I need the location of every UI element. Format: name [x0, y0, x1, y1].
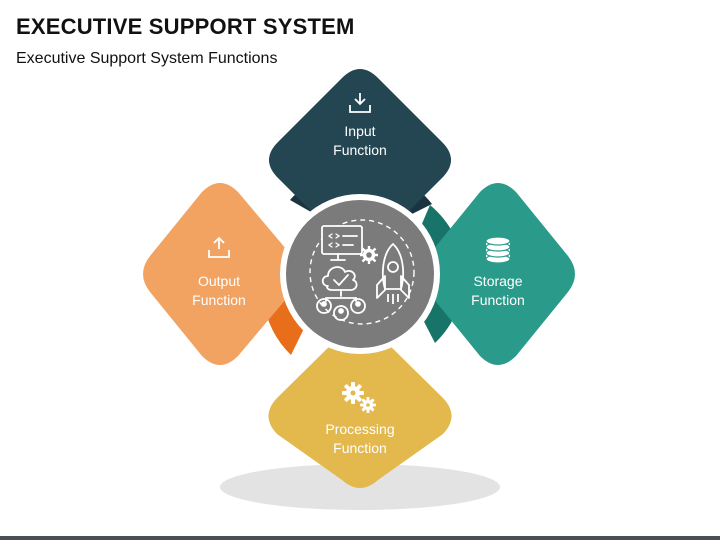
slide-subtitle: Executive Support System Functions — [16, 50, 278, 67]
storage-function-label-line1: Storage — [473, 273, 522, 289]
output-diamond — [143, 183, 299, 365]
center-disc — [286, 200, 434, 348]
output-function-label-line2: Function — [192, 292, 246, 308]
storage-function-card: Storage Function — [421, 183, 575, 365]
storage-diamond — [421, 183, 575, 365]
inbox-download-icon — [349, 93, 371, 113]
cloud-check-users-icon — [316, 266, 366, 321]
input-function-label-line1: Input — [344, 123, 375, 139]
bottom-bar — [0, 536, 720, 540]
processing-function-card: Processing Function — [268, 325, 452, 488]
input-diamond — [269, 69, 451, 251]
processing-diamond — [268, 325, 452, 488]
monitor-code-icon — [321, 225, 363, 261]
gear-icon — [360, 246, 378, 264]
slide-title: EXECUTIVE SUPPORT SYSTEM — [16, 14, 355, 39]
output-function-label-line1: Output — [198, 273, 240, 289]
outbox-upload-icon — [208, 236, 230, 258]
gears-icon — [342, 382, 376, 413]
storage-function-label-line2: Function — [471, 292, 525, 308]
processing-function-label-line1: Processing — [325, 421, 394, 437]
processing-function-label-line2: Function — [333, 440, 387, 456]
input-function-card: Input Function — [269, 69, 451, 251]
input-function-label-line2: Function — [333, 142, 387, 158]
output-function-card: Output Function — [143, 183, 299, 365]
center-hub — [280, 194, 440, 354]
database-icon — [485, 236, 511, 264]
rocket-icon — [376, 243, 410, 304]
center-dashed-ring — [309, 219, 415, 325]
